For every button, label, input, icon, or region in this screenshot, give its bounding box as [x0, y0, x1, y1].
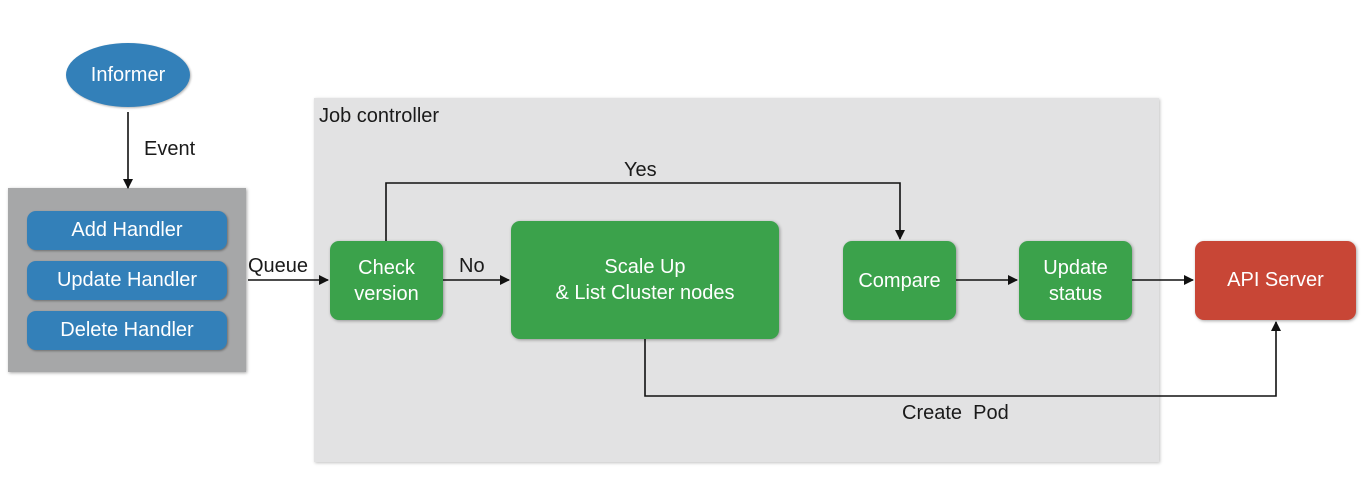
delete-handler-label: Delete Handler: [60, 319, 194, 341]
job-controller-title: Job controller: [319, 105, 440, 127]
check-version-node[interactable]: Check version: [330, 241, 443, 320]
queue-edge-label: Queue: [248, 255, 309, 277]
check-version-label: Check version: [354, 256, 419, 305]
compare-node[interactable]: Compare: [843, 241, 956, 320]
event-edge-label: Event: [144, 138, 196, 160]
scale-up-node[interactable]: Scale Up & List Cluster nodes: [511, 221, 779, 339]
update-handler-label: Update Handler: [56, 269, 198, 291]
create-pod-edge-label: Create Pod: [902, 402, 1009, 424]
api-server-label: API Server: [1227, 269, 1324, 291]
informer-label: Informer: [90, 63, 166, 86]
delete-handler-node[interactable]: Delete Handler: [27, 311, 227, 350]
update-handler-node[interactable]: Update Handler: [27, 261, 227, 300]
no-edge-label: No: [459, 255, 485, 277]
add-handler-node[interactable]: Add Handler: [27, 211, 227, 250]
informer-node[interactable]: Informer: [66, 43, 190, 107]
scale-up-label: Scale Up & List Cluster nodes: [555, 256, 735, 304]
yes-edge-label: Yes: [624, 159, 657, 181]
update-status-node[interactable]: Update status: [1019, 241, 1132, 320]
api-server-node[interactable]: API Server: [1195, 241, 1356, 320]
update-status-label: Update status: [1043, 256, 1108, 305]
add-handler-label: Add Handler: [71, 219, 183, 241]
compare-label: Compare: [858, 269, 941, 292]
